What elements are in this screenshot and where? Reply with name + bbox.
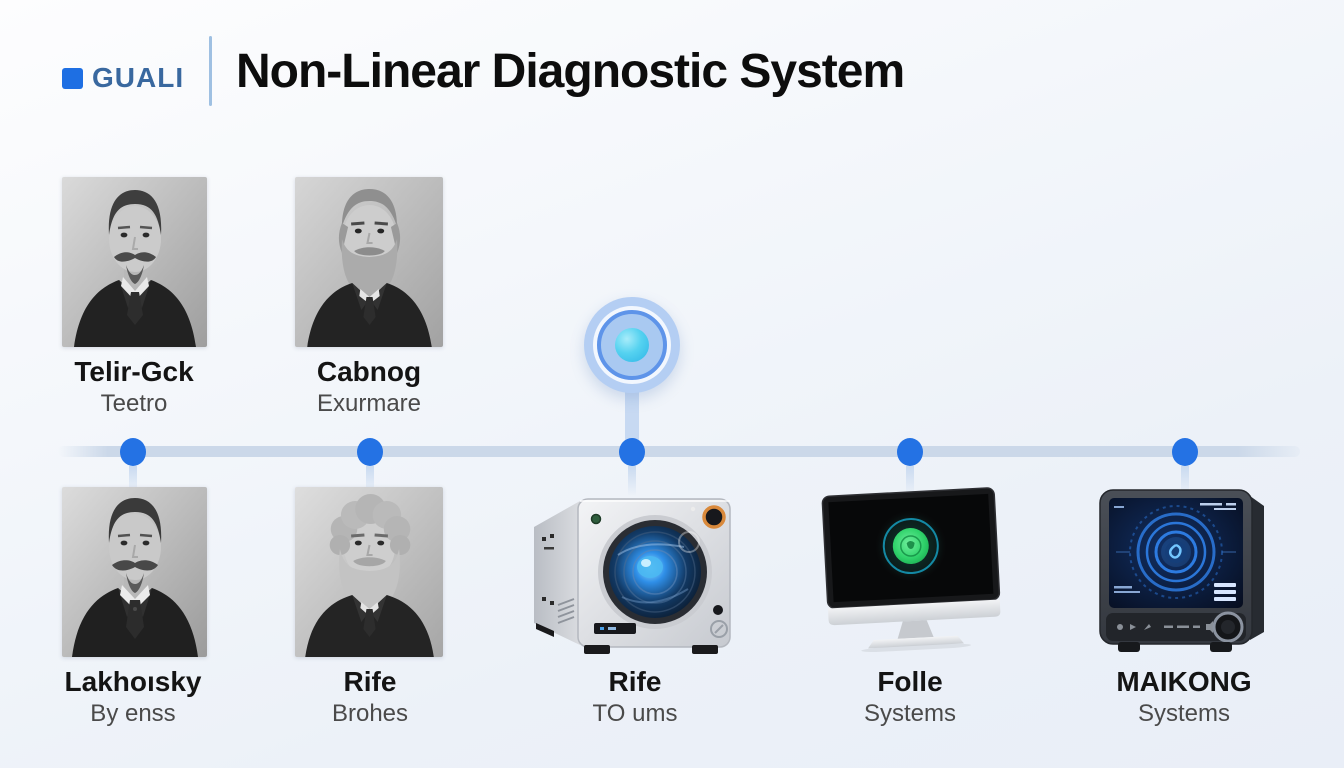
timeline-item-label-rife-device: Rife TO ums <box>593 666 678 729</box>
portrait-photo-icon <box>62 487 207 657</box>
device-graphic <box>821 487 1001 653</box>
item-name: Cabnog <box>316 356 422 387</box>
item-name: Rife <box>608 666 662 697</box>
item-subtitle: Exurmare <box>316 390 422 418</box>
timeline-item-label-folle: Folle Systems <box>864 666 956 729</box>
timeline-dot-1 <box>120 438 146 496</box>
timeline-dot-4 <box>897 438 923 496</box>
timeline-item-label-rife-brohes: Rife Brohes <box>332 666 408 729</box>
desktop-monitor-device-icon <box>808 483 1016 655</box>
item-name: Rife <box>343 666 397 697</box>
item-subtitle: Systems <box>1137 700 1231 728</box>
portrait-photo-cabnog <box>295 177 443 347</box>
item-subtitle: TO ums <box>592 700 678 728</box>
timeline-axis <box>58 446 1300 457</box>
marker-stem <box>625 382 639 454</box>
header: GUALI Non-Linear Diagnostic System <box>0 0 1344 130</box>
timeline-item-label-lakhoisky: Lakhoısky By enss <box>65 666 202 729</box>
device-graphic <box>534 498 731 654</box>
marker-core-dot <box>615 328 649 362</box>
logo-text: GUALI <box>92 62 185 93</box>
timeline-item-label-maikong: MAIKONG Systems <box>1116 666 1251 729</box>
timeline-dot-3 <box>619 438 645 496</box>
portrait-photo-telir-gck <box>62 177 207 347</box>
portrait-photo-icon <box>295 487 443 657</box>
logo-square-icon <box>62 67 83 89</box>
item-name: Folle <box>877 666 943 697</box>
header-divider <box>209 36 212 106</box>
device-graphic <box>1099 489 1264 652</box>
timeline-item-label-cabnog: Cabnog Exurmare <box>317 356 421 419</box>
item-name: Lakhoısky <box>64 666 202 697</box>
item-subtitle: Teetro <box>100 390 168 418</box>
item-name: Telir-Gck <box>74 356 194 387</box>
page-title: Non-Linear Diagnostic System <box>236 45 905 98</box>
item-subtitle: Brohes <box>331 700 409 728</box>
timeline-dot-2 <box>357 438 383 496</box>
portrait-photo-lakhoisky <box>62 487 207 657</box>
diagnostic-tablet-device-icon <box>1092 482 1277 662</box>
item-name: MAIKONG <box>1116 666 1252 697</box>
portrait-photo-icon <box>62 177 207 347</box>
item-subtitle: By enss <box>90 700 176 728</box>
portrait-photo-icon <box>295 177 443 347</box>
timeline-item-label-telir-gck: Telir-Gck Teetro <box>74 356 193 419</box>
brand-logo: GUALI <box>62 62 184 94</box>
portrait-photo-rife <box>295 487 443 657</box>
timeline-highlight-marker-icon <box>584 297 680 393</box>
frequency-generator-device-icon <box>522 485 742 657</box>
timeline-dot-5 <box>1172 438 1198 496</box>
item-subtitle: Systems <box>863 700 957 728</box>
